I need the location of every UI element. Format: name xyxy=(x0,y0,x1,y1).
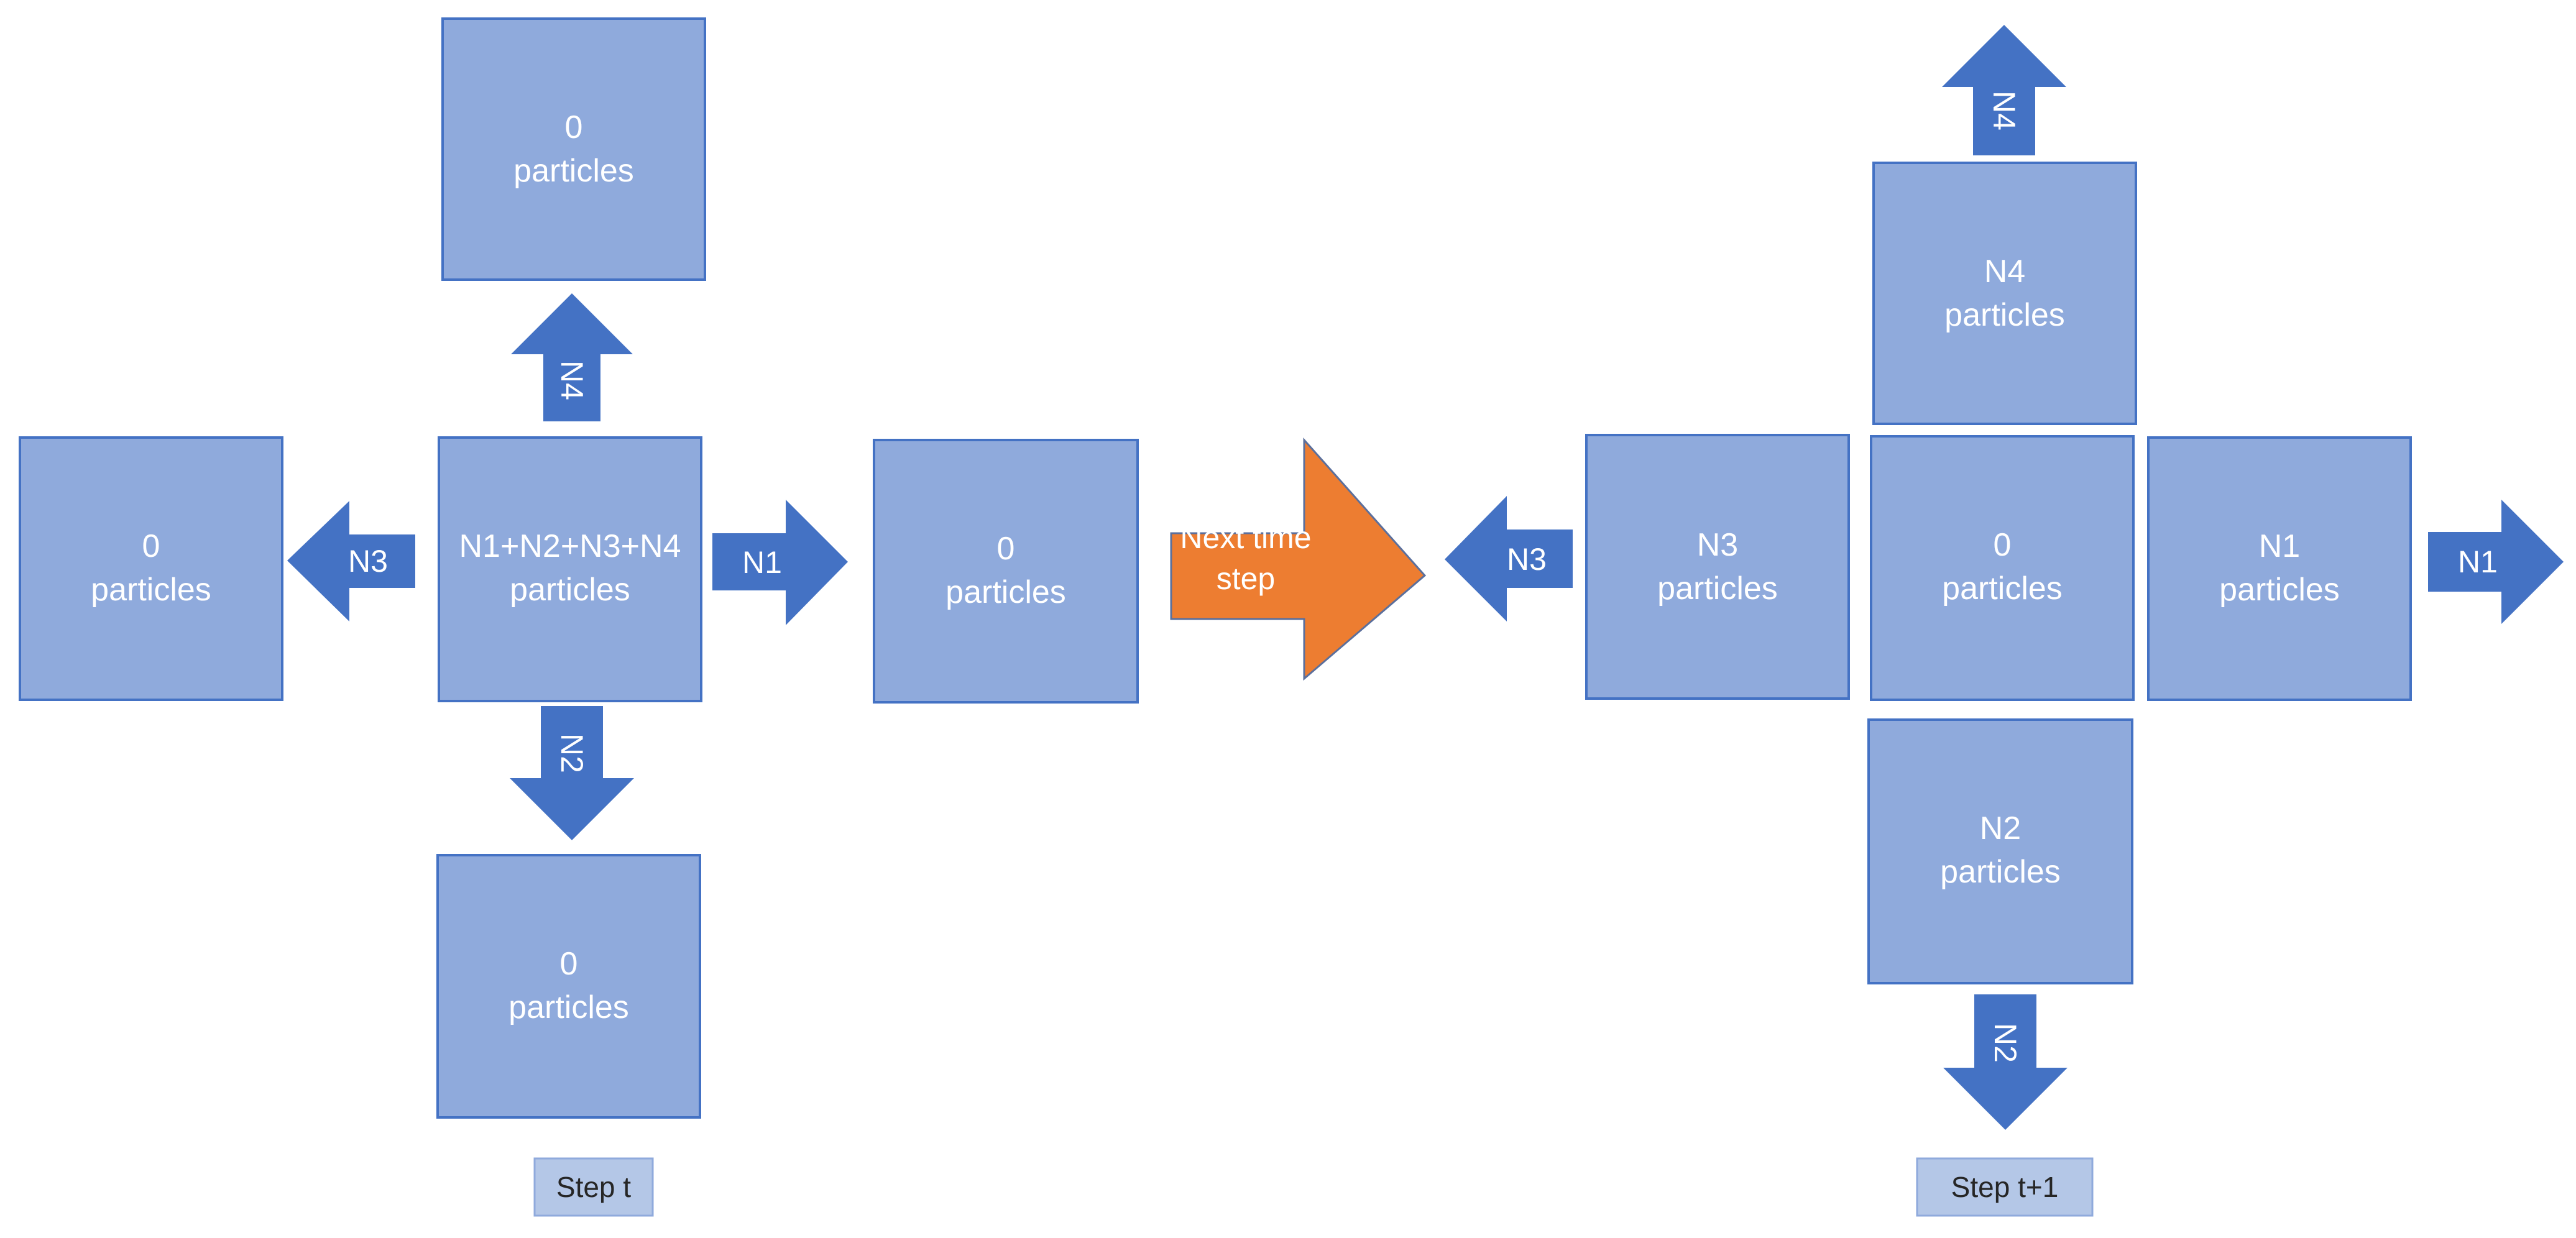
step-t1-cell-bottom-count: N2 xyxy=(1980,810,2021,846)
step-t-label-text: Step t xyxy=(556,1171,631,1203)
step-t1-cell-right-count: N1 xyxy=(2259,528,2300,564)
step-t1-cell-right: N1 particles xyxy=(2147,436,2412,701)
step-t1-cell-bottom: N2 particles xyxy=(1867,718,2133,984)
step-t1-arrow-left-label: N3 xyxy=(1507,542,1547,577)
next-time-step-arrow: Next time step xyxy=(1170,438,1427,681)
step-t1-arrow-right-label: N1 xyxy=(2458,544,2498,579)
step-t-arrow-down-n2: N2 xyxy=(510,706,634,840)
step-t-arrow-down-label: N2 xyxy=(554,733,589,773)
step-t-group: 0 particles 0 particles N1+N2+N3+N4 part… xyxy=(19,17,1139,1217)
step-t-cell-left: 0 particles xyxy=(19,436,283,701)
step-t1-cell-center-unit: particles xyxy=(1942,571,2063,607)
step-t-cell-center: N1+N2+N3+N4 particles xyxy=(438,436,702,702)
step-t1-arrow-left-n3: N3 xyxy=(1445,496,1573,621)
step-t-cell-bottom: 0 particles xyxy=(436,854,701,1119)
step-t-arrow-right-n1: N1 xyxy=(712,500,848,625)
step-t1-cell-left-unit: particles xyxy=(1657,571,1778,607)
step-t-arrow-left-n3: N3 xyxy=(287,501,415,621)
step-t-cell-left-count: 0 xyxy=(142,528,160,564)
step-t-cell-bottom-unit: particles xyxy=(508,989,629,1025)
next-time-step-line2: step xyxy=(1217,561,1276,596)
step-t-cell-top-count: 0 xyxy=(565,109,583,145)
step-t1-cell-top: N4 particles xyxy=(1872,162,2137,425)
step-t1-cell-top-unit: particles xyxy=(1944,297,2065,333)
step-t1-arrow-down-n2: N2 xyxy=(1943,994,2068,1130)
step-t-cell-top-unit: particles xyxy=(513,153,634,189)
step-t-cell-bottom-count: 0 xyxy=(560,946,578,982)
step-t1-arrow-up-label: N4 xyxy=(1987,91,2022,131)
step-t1-arrow-right-n1: N1 xyxy=(2428,500,2564,624)
step-t-cell-top: 0 particles xyxy=(441,17,706,281)
step-t-cell-right-count: 0 xyxy=(997,531,1015,567)
step-t-arrow-up-n4: N4 xyxy=(511,293,633,421)
step-t1-label-text: Step t+1 xyxy=(1951,1171,2059,1203)
step-t-cell-center-unit: particles xyxy=(510,572,630,608)
step-t1-cell-right-unit: particles xyxy=(2219,572,2340,608)
step-t1-arrow-up-n4: N4 xyxy=(1942,25,2066,155)
step-t1-cell-center: 0 particles xyxy=(1870,435,2135,701)
step-t1-cell-left-count: N3 xyxy=(1697,527,1738,563)
step-t1-arrow-down-label: N2 xyxy=(1988,1023,2023,1063)
step-t1-cell-bottom-unit: particles xyxy=(1940,854,2061,890)
step-t-arrow-up-label: N4 xyxy=(554,360,589,400)
next-time-step-line1: Next time xyxy=(1180,520,1311,555)
step-t1-cell-top-count: N4 xyxy=(1984,254,2025,290)
step-t-cell-right: 0 particles xyxy=(873,439,1139,704)
step-t1-cell-center-count: 0 xyxy=(1994,527,2012,563)
step-t-arrow-right-label: N1 xyxy=(742,545,782,580)
step-t1-cell-left: N3 particles xyxy=(1585,434,1850,700)
step-t1-label: Step t+1 xyxy=(1916,1157,2094,1217)
step-t-cell-right-unit: particles xyxy=(945,574,1066,610)
step-t-cell-left-unit: particles xyxy=(91,572,211,608)
step-t-label: Step t xyxy=(533,1157,654,1217)
step-t-cell-center-count: N1+N2+N3+N4 xyxy=(459,528,681,564)
step-t1-group: N4 particles N3 particles 0 particles N1… xyxy=(1445,25,2564,1217)
step-t-arrow-left-label: N3 xyxy=(348,544,388,579)
